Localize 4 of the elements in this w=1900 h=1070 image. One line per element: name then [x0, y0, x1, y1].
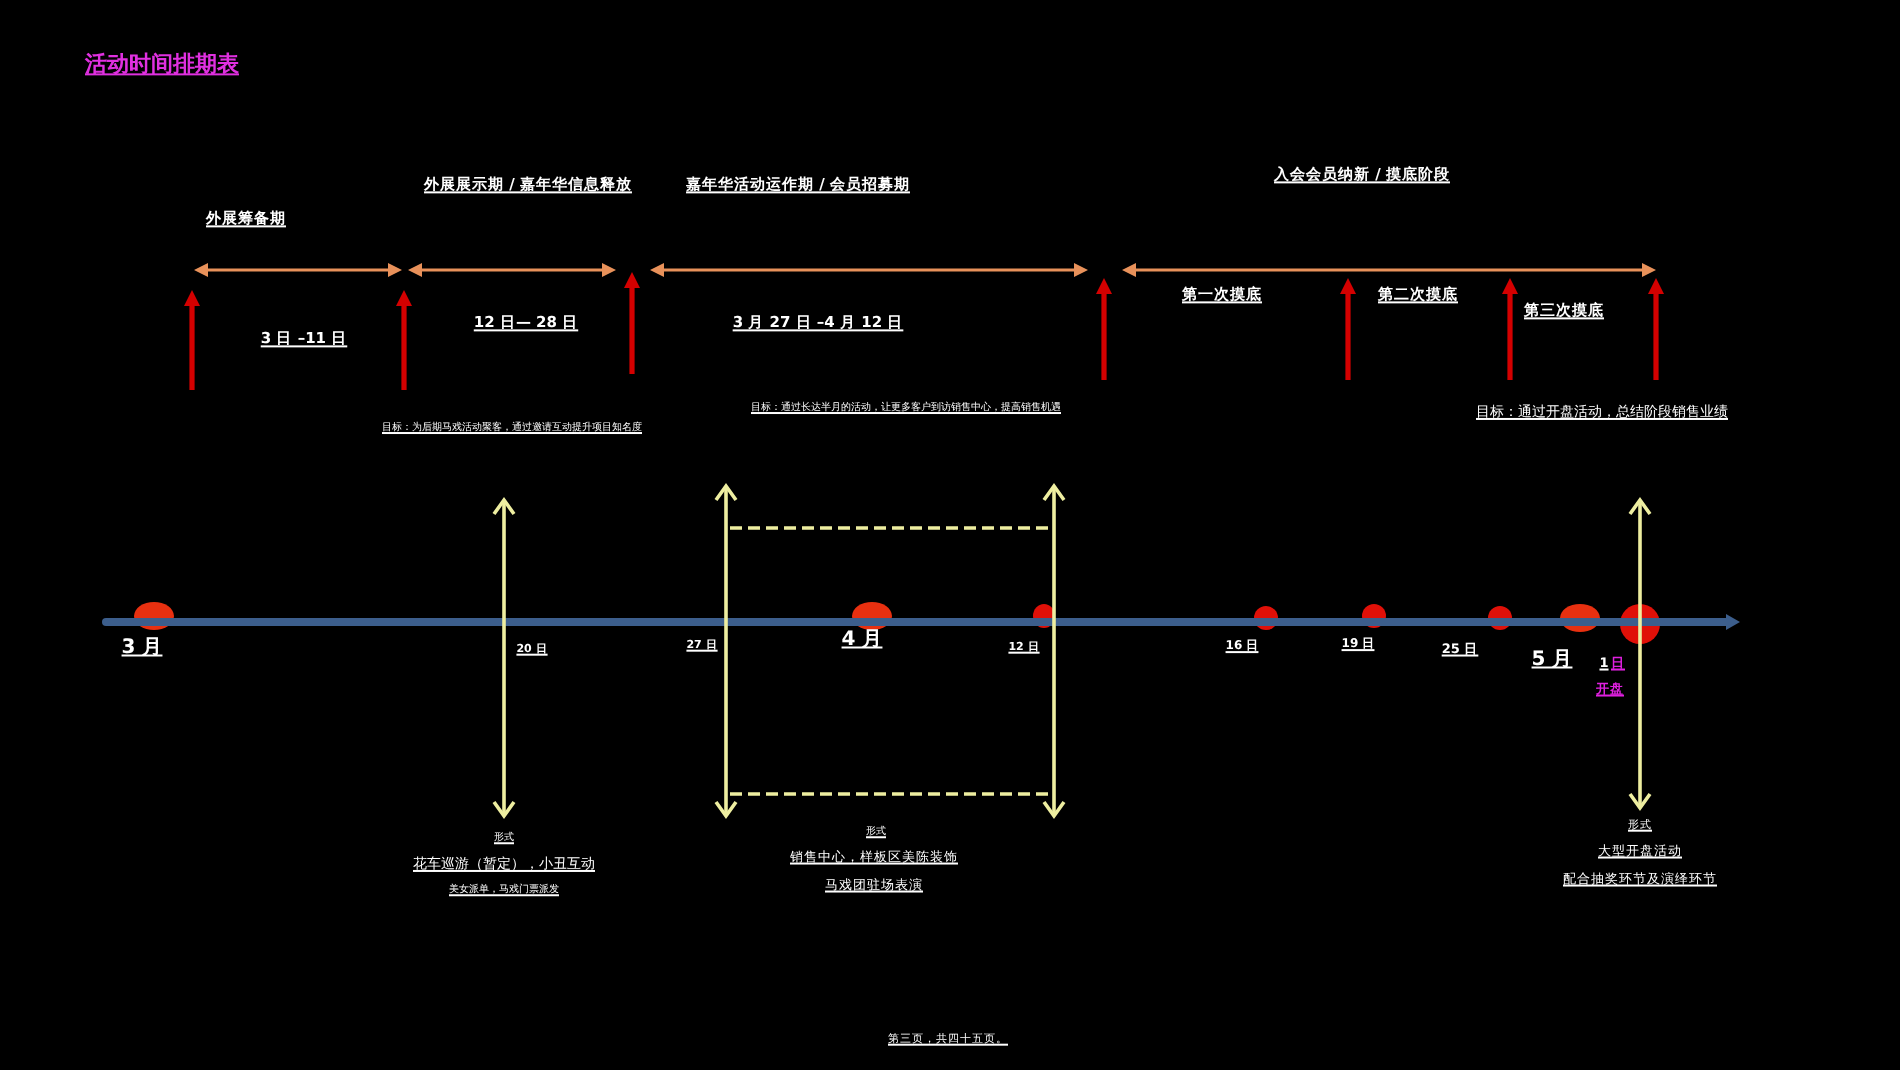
month-label: 4 月	[841, 628, 883, 652]
month-label: 5 月	[1531, 648, 1573, 672]
month-label: 3 月	[121, 636, 163, 660]
title: 活动时间排期表	[85, 53, 239, 79]
